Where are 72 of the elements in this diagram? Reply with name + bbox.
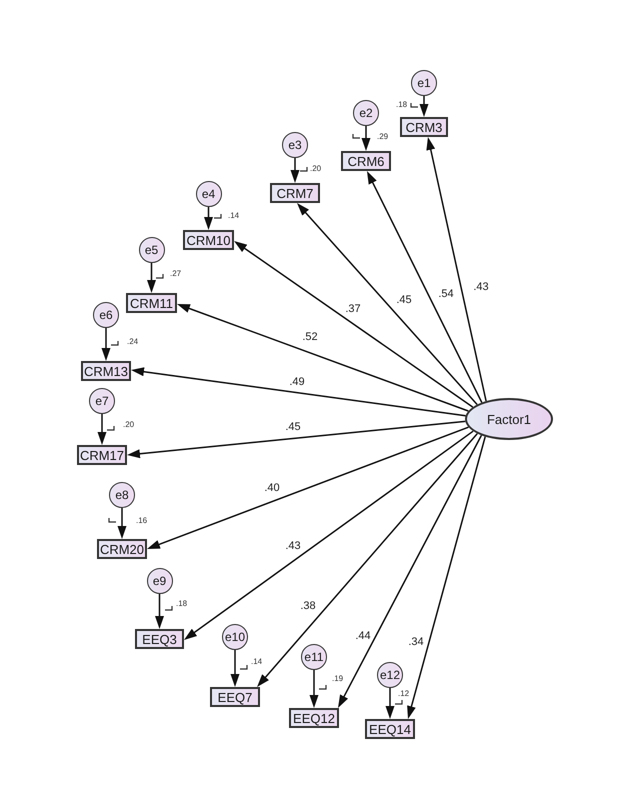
- arrow: [102, 328, 110, 361]
- error-term-circle: e10: [222, 624, 248, 650]
- arrow: [257, 433, 478, 687]
- arrow: [338, 435, 482, 708]
- value-label: .14: [251, 658, 262, 666]
- observed-variable-box: EEQ12: [289, 708, 339, 728]
- value-label: .19: [332, 675, 344, 683]
- error-term-circle: e2: [353, 100, 379, 126]
- arrow: [204, 207, 213, 230]
- arrow: [310, 670, 318, 708]
- value-label: .24: [127, 338, 138, 346]
- edge-label: .38: [299, 600, 317, 612]
- arrow: [407, 436, 486, 719]
- edge-label: .37: [344, 302, 362, 316]
- edge-label: .49: [288, 376, 306, 388]
- edge-label: .43: [284, 540, 302, 552]
- value-label: .14: [228, 212, 240, 220]
- edge-label: .43: [472, 280, 490, 294]
- error-term-circle: e3: [282, 132, 308, 158]
- value-label: .18: [396, 101, 408, 109]
- value-label: .18: [176, 600, 188, 608]
- observed-variable-box: CRM3: [400, 117, 448, 137]
- observed-variable-box: CRM11: [126, 293, 177, 313]
- arrow: [155, 594, 164, 629]
- observed-variable-box: CRM6: [341, 151, 391, 171]
- arrow: [147, 263, 156, 293]
- error-term-circle: e11: [301, 644, 327, 670]
- arrow: [420, 96, 428, 117]
- arrow: [176, 304, 469, 412]
- arrow: [234, 240, 474, 408]
- arrow: [98, 414, 106, 445]
- value-label: .20: [310, 165, 322, 173]
- arrow: [362, 126, 370, 151]
- arrow: [131, 367, 466, 416]
- arrow: [230, 650, 240, 687]
- observed-variable-box: CRM17: [77, 445, 127, 465]
- edge-label: .52: [301, 330, 319, 344]
- arrow: [147, 426, 469, 549]
- edge-label: .54: [437, 288, 455, 300]
- observed-variable-box: CRM10: [183, 230, 234, 250]
- value-label: .12: [398, 690, 410, 698]
- value-label: .20: [123, 421, 134, 429]
- value-label: .16: [136, 517, 148, 525]
- observed-variable-box: CRM13: [81, 361, 131, 381]
- value-label: .27: [170, 270, 182, 278]
- observed-variable-box: EEQ3: [135, 629, 184, 649]
- error-term-circle: e4: [196, 181, 222, 207]
- value-label: .29: [377, 133, 388, 141]
- error-term-circle: e6: [93, 302, 119, 328]
- error-term-circle: e5: [138, 237, 164, 263]
- error-term-circle: e7: [89, 388, 115, 414]
- error-term-circle: e9: [146, 568, 172, 594]
- edge-label: .45: [284, 420, 302, 434]
- arrow: [297, 202, 478, 405]
- observed-variable-box: EEQ14: [365, 719, 415, 739]
- observed-variable-box: CRM20: [97, 539, 147, 559]
- arrow: [290, 158, 300, 183]
- arrow: [386, 688, 394, 719]
- arrow: [426, 136, 487, 402]
- arrow: [184, 430, 474, 640]
- edge-label: .34: [407, 636, 425, 648]
- arrow: [118, 508, 126, 539]
- error-term-circle: e1: [411, 70, 437, 96]
- error-term-circle: e8: [109, 482, 135, 508]
- observed-variable-box: CRM7: [270, 183, 320, 203]
- error-term-circle: e12: [377, 662, 403, 688]
- latent-factor-ellipse: Factor1: [465, 398, 553, 440]
- edge-label: .40: [263, 482, 281, 494]
- observed-variable-box: EEQ7: [210, 687, 260, 707]
- edge-label: .45: [395, 294, 413, 306]
- arrow: [127, 420, 466, 458]
- arrow: [366, 171, 482, 403]
